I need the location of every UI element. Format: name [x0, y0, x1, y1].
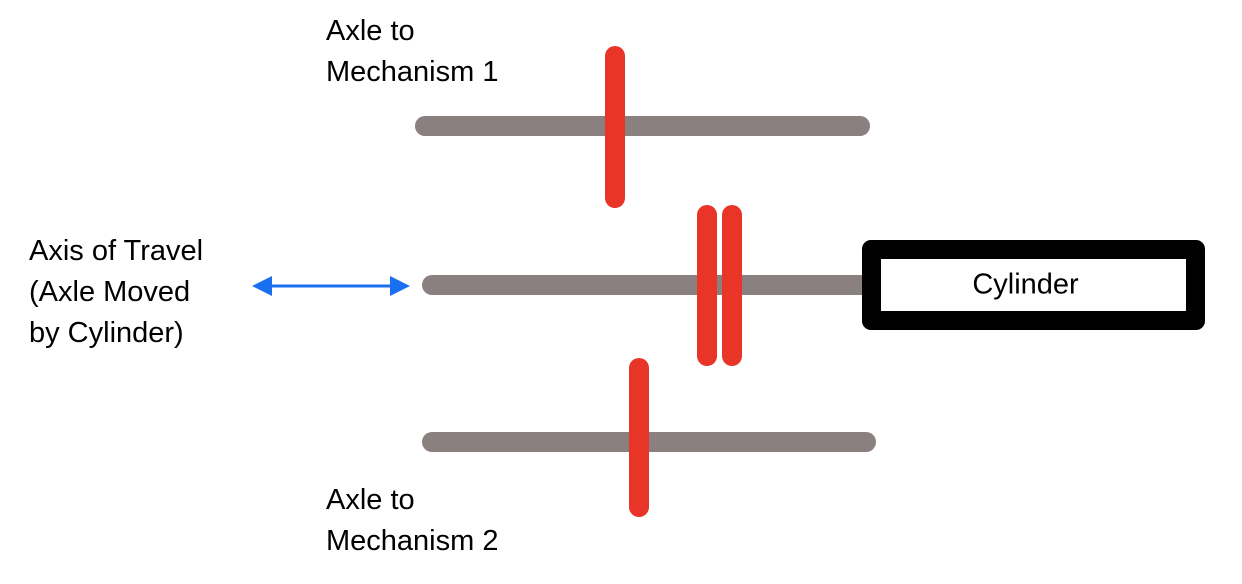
axis-of-travel-label: Axis of Travel (Axle Moved by Cylinder): [29, 231, 203, 354]
axis-label-line-1: Axis of Travel: [29, 235, 204, 267]
axle-1-label-line-1: Axle to: [326, 15, 415, 47]
cylinder-box: Cylinder: [862, 240, 1205, 330]
axis-label-line-3: by Cylinder): [29, 317, 184, 349]
axle-2-label: Axle to Mechanism 2: [326, 480, 498, 562]
cylinder-label: Cylinder: [972, 268, 1079, 301]
double-headed-arrow-icon: [252, 276, 410, 296]
axle-2-label-line-1: Axle to: [326, 484, 415, 516]
axle-1-label: Axle to Mechanism 1: [326, 11, 498, 93]
axis-label-line-2: (Axle Moved: [29, 276, 191, 308]
axle-2-label-line-2: Mechanism 2: [326, 525, 499, 557]
axle-1-label-line-2: Mechanism 1: [326, 56, 499, 88]
